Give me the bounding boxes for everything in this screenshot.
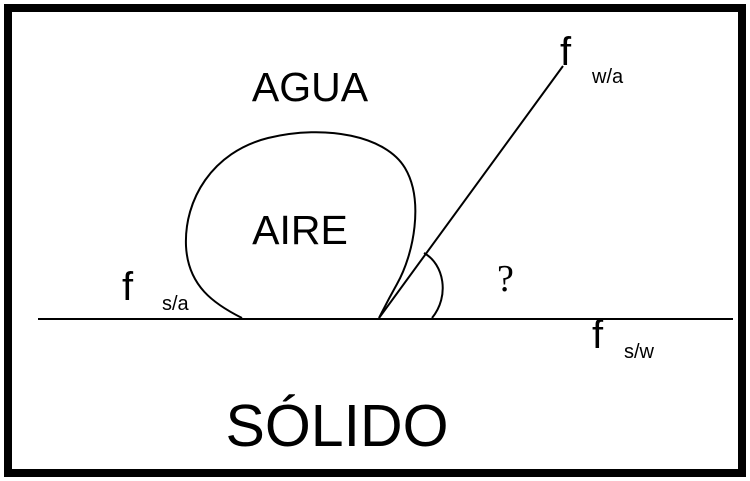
water-air-tension-line bbox=[378, 65, 564, 319]
contact-angle-question-mark: ? bbox=[497, 258, 514, 300]
solid-air-force-subscript: s/a bbox=[162, 293, 190, 315]
diagram-frame bbox=[4, 4, 746, 477]
air-label: AIRE bbox=[252, 207, 348, 253]
solid-water-force-subscript: s/w bbox=[624, 341, 655, 363]
water-air-force-symbol: f bbox=[560, 30, 572, 74]
air-bubble-outline bbox=[184, 131, 417, 319]
solid-label: SÓLIDO bbox=[226, 393, 449, 459]
water-air-force-subscript: w/a bbox=[591, 66, 624, 88]
contact-angle-arc bbox=[423, 252, 444, 319]
solid-water-force-symbol: f bbox=[592, 313, 604, 357]
water-label: AGUA bbox=[252, 64, 369, 110]
solid-air-force-symbol: f bbox=[122, 265, 134, 309]
